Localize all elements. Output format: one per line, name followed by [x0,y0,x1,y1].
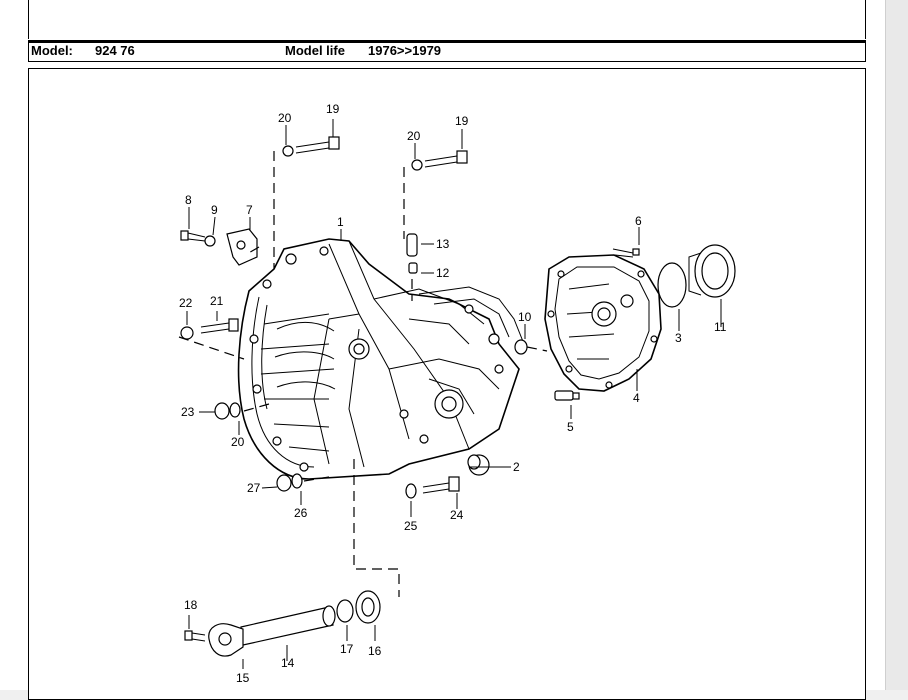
assembly-line [246,246,260,255]
header-box [28,0,866,39]
callout-27: 27 [247,481,261,495]
callout-10: 10 [518,310,532,324]
plug-part-5 [554,390,580,401]
model-life-value: 1976>>1979 [368,43,442,58]
callout-16: 16 [368,644,382,658]
callout-2: 2 [513,460,520,474]
callout-26: 26 [294,506,308,520]
bolt-part-8 [180,230,206,242]
callout-20-right: 20 [407,129,421,143]
shift-parts-12-13 [406,233,418,301]
bearing-part-16 [355,590,381,624]
callout-20-left: 20 [278,111,292,125]
callout-15: 15 [236,671,250,685]
callout-12: 12 [436,266,450,280]
model-life-label: Model life [285,43,345,58]
nut-part-23 [214,402,230,420]
callout-20-lower: 20 [231,435,245,449]
plug-part-10 [514,339,528,355]
callout-14: 14 [281,656,295,670]
transmission-housing-drawing [237,238,525,480]
bolt-part-19-left [282,136,340,157]
callout-19-right: 19 [455,114,469,128]
washer-part-26 [291,473,303,489]
callout-19-left: 19 [326,102,340,116]
callout-13: 13 [436,237,450,251]
flange-part-15 [208,623,244,657]
bolt-part-24 [422,476,460,494]
o-ring-part-3 [657,262,687,308]
washer-part-22 [180,326,194,340]
washer-part-9 [204,235,216,247]
callout-7: 7 [246,203,253,217]
callout-23: 23 [181,405,195,419]
bolt-part-6 [612,248,640,258]
tube-part-14 [240,605,336,646]
parts-diagram-frame: 1 2 3 4 5 6 7 8 9 10 11 12 13 14 15 16 1… [28,68,866,700]
model-label: Model: [31,43,73,58]
washer-part-20-lower [229,402,241,418]
transmission-housing-diagram: 1 2 3 4 5 6 7 8 9 10 11 12 13 14 15 16 1… [178,102,736,685]
model-value: 924 76 [95,43,135,58]
bolt-part-18 [184,630,206,642]
model-info-bar: Model: 924 76 Model life 1976>>1979 [28,40,866,62]
callout-8: 8 [185,193,192,207]
callout-6: 6 [635,214,642,228]
callout-22: 22 [179,296,193,310]
viewer-scroll-gutter[interactable] [885,0,908,690]
assembly-line [243,403,270,412]
callout-17: 17 [340,642,354,656]
callout-25: 25 [404,519,418,533]
seal-part-11 [688,244,736,298]
assembly-line [526,346,548,352]
plug-part-2 [467,454,490,476]
callout-5: 5 [567,420,574,434]
switch-part-7 [226,228,258,266]
callout-18: 18 [184,598,198,612]
callout-9: 9 [211,203,218,217]
callout-3: 3 [675,331,682,345]
assembly-line [303,476,330,482]
document-page: Model: 924 76 Model life 1976>>1979 [0,0,886,700]
callout-21: 21 [210,294,224,308]
nut-part-27 [276,474,292,492]
assembly-line [353,459,400,597]
bolt-part-21 [200,318,239,334]
assembly-line [178,336,245,360]
callout-11: 11 [714,320,727,334]
callout-24: 24 [450,508,464,522]
leader-lines [186,119,722,669]
rear-cover-drawing [544,254,662,392]
washer-part-25 [405,483,417,499]
bolt-part-19-right [411,150,468,171]
callout-4: 4 [633,391,640,405]
callout-1: 1 [337,215,344,229]
ring-part-17 [336,599,354,623]
